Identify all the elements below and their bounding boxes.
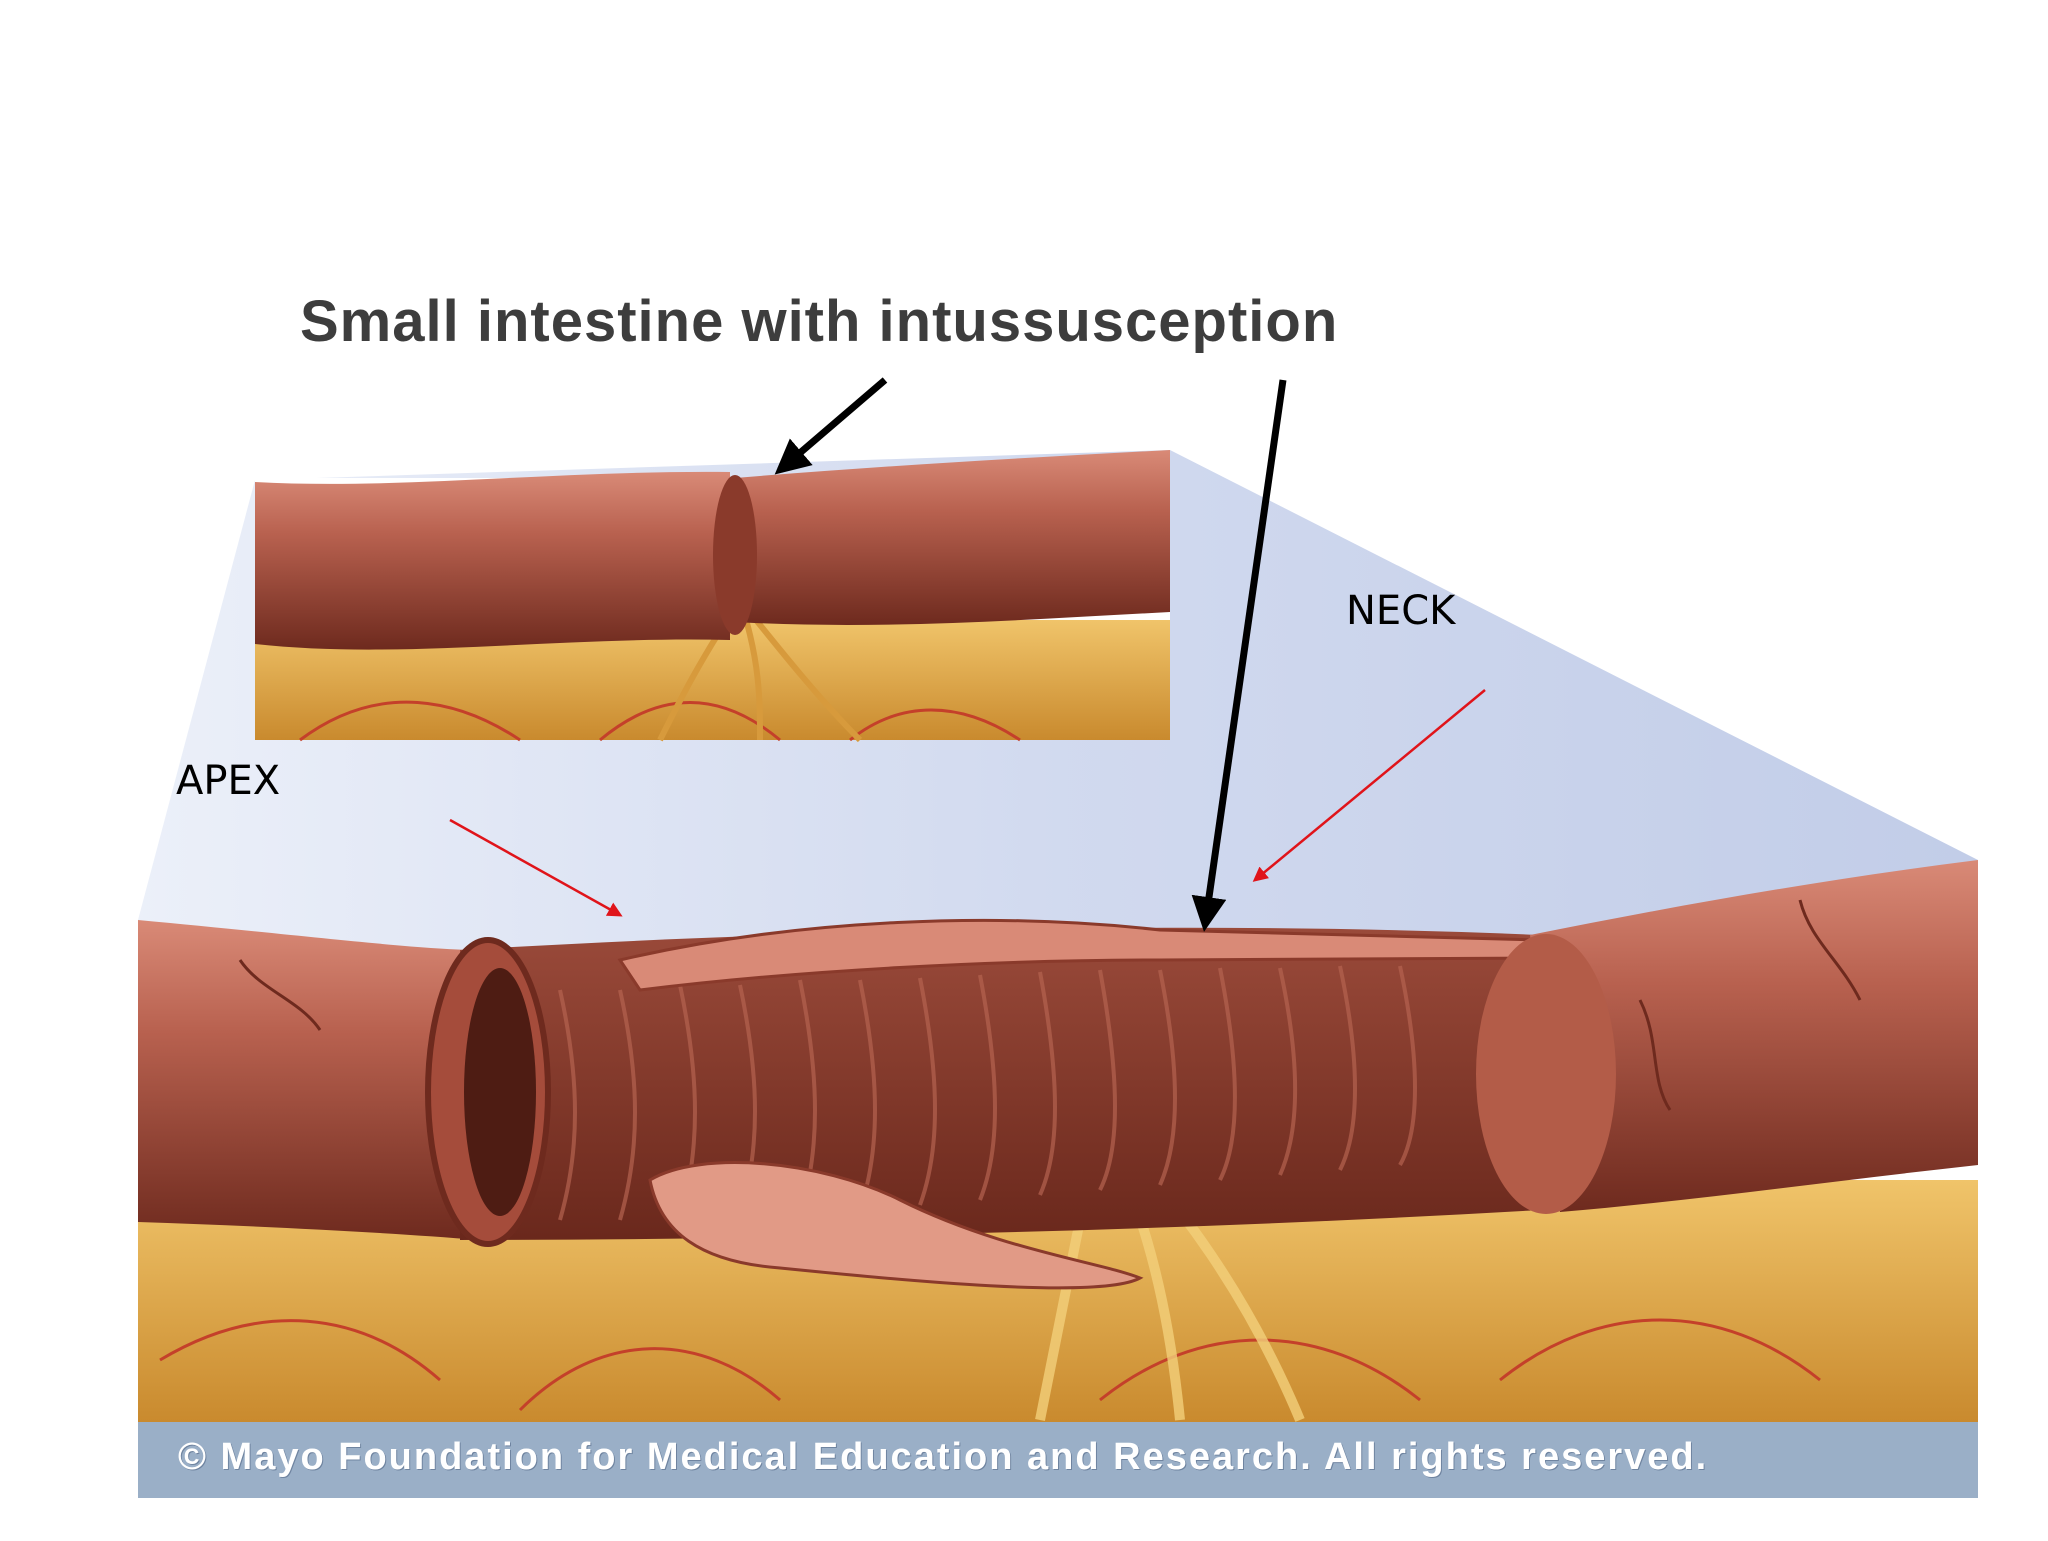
diagram-title: Small intestine with intussusception [300,289,1339,354]
copyright-text: © Mayo Foundation for Medical Education … [178,1436,1709,1478]
inset-intestine-right [735,450,1170,625]
intussusceptum-bottom-fold [648,1161,1144,1290]
intussuscipiens-wall [460,927,1540,1240]
apex-arrow [449,818,623,917]
copyright-banner [138,1422,1978,1498]
intestine-outer-left [138,920,480,1240]
intestine-outer-right [1530,860,1978,1212]
inset-view [255,450,1170,743]
neck-arrow [1252,689,1486,882]
main-pointer-arrow [1191,379,1287,932]
neck-label: NECK [1346,588,1456,634]
apex-label: APEX [176,758,281,804]
inset-intestine-left [255,471,730,650]
inset-intussusception-fold [713,475,757,635]
inset-pointer-arrow [774,377,888,475]
